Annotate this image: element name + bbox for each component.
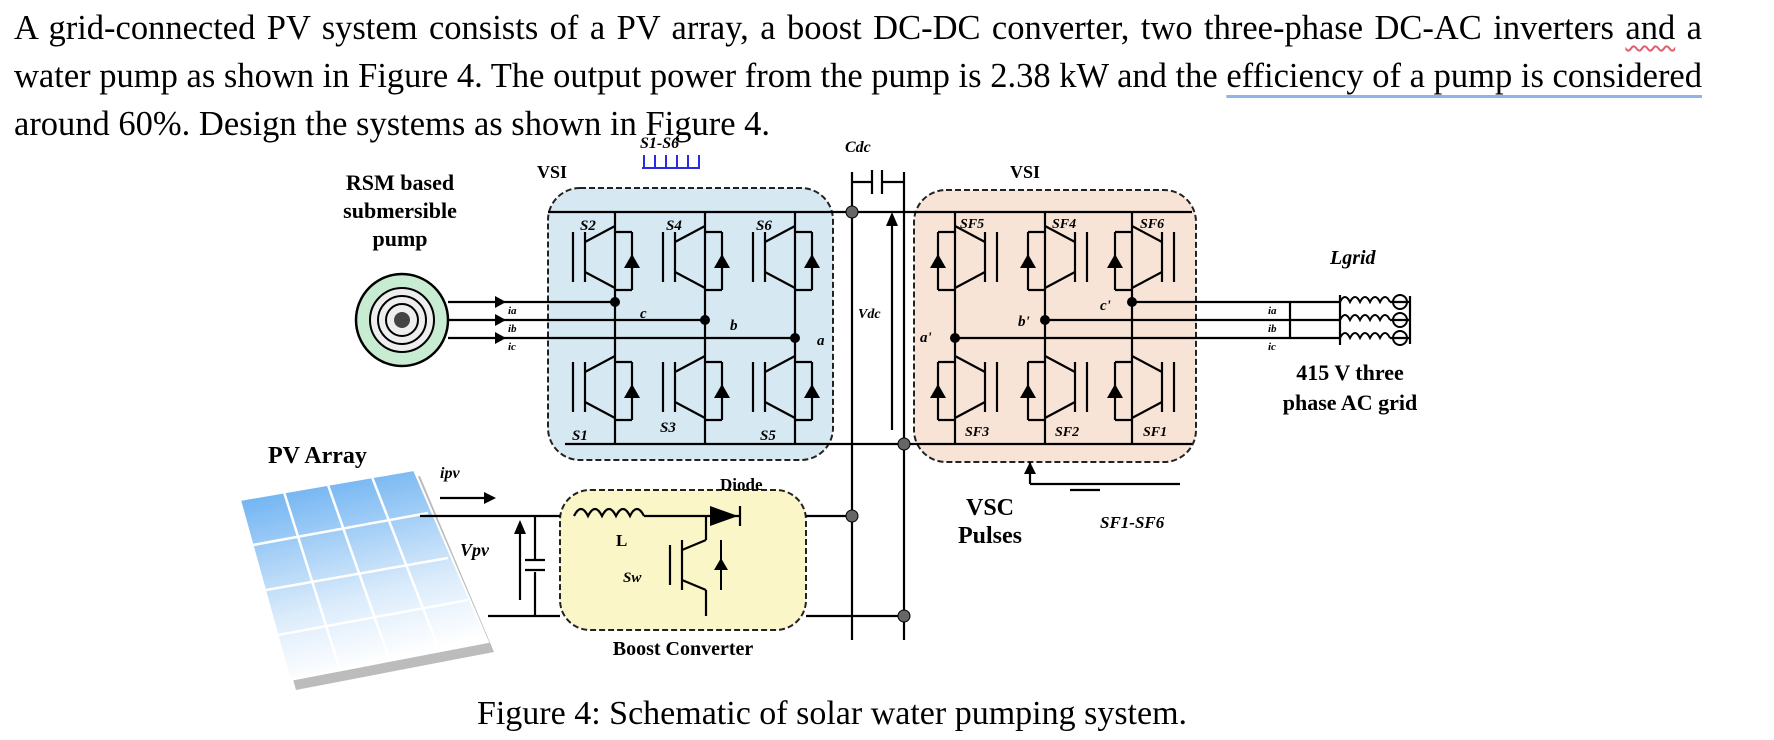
cdc-label: Cdc — [845, 139, 871, 156]
switch-sf2-label: SF2 — [1055, 425, 1079, 440]
vsi-nodes — [610, 297, 800, 343]
boost-converter-label: Boost Converter — [613, 638, 754, 660]
node-b2-label: b' — [1018, 314, 1030, 330]
node-a2-label: a' — [920, 330, 932, 346]
node-a-label: a — [817, 333, 825, 349]
vsc-label-line-2: Pulses — [958, 523, 1022, 549]
vpv-label: Vpv — [460, 540, 490, 560]
switch-sf6-label: SF6 — [1140, 217, 1164, 232]
ipv-label: ipv — [440, 465, 460, 482]
ipv-arrow-icon — [484, 492, 496, 504]
inductor-label: L — [616, 531, 627, 550]
ic-right-label: ic — [1268, 341, 1276, 353]
grid-label-line-2: phase AC grid — [1283, 390, 1417, 415]
dc-link-nodes — [845, 205, 911, 623]
ia-left-label: ia — [508, 305, 517, 317]
grammar-flag[interactable]: efficiency of a pump is considered — [1226, 57, 1702, 95]
boost-diode-icon — [710, 506, 738, 526]
figure-caption: Figure 4: Schematic of solar water pumpi… — [476, 695, 1188, 732]
pump-motor-icon — [354, 272, 450, 368]
switch-sf3-label: SF3 — [965, 425, 989, 440]
grid-inductor-icon — [1339, 296, 1391, 341]
ib-left-label: ib — [508, 323, 517, 335]
switch-s4-label: S4 — [666, 218, 682, 234]
pump-current-arrows — [495, 296, 506, 344]
switch-sf4-label: SF4 — [1052, 217, 1076, 232]
vsc-label-line-1: VSC — [966, 495, 1014, 521]
switch-s3-label: S3 — [660, 420, 676, 436]
problem-text-part-3: around 60%. Design the systems as shown … — [14, 105, 771, 143]
switch-sf5-label: SF5 — [960, 217, 984, 232]
grid-phase-wires — [955, 295, 1412, 345]
node-c2-label: c' — [1100, 298, 1111, 314]
sf-range-label: SF1-SF6 — [1100, 513, 1165, 532]
vsi-legs — [548, 210, 832, 446]
vsc-nodes — [950, 297, 1137, 343]
vsi-pulse-marks-icon — [642, 155, 700, 169]
pump-label-line-3: pump — [372, 226, 427, 251]
switch-s6-label: S6 — [756, 218, 772, 234]
pv-array-icon — [238, 468, 494, 690]
diode-label: Diode — [720, 475, 763, 494]
ac-source-icon — [1392, 294, 1408, 346]
vsc-pulse-line — [1028, 462, 1180, 492]
spelling-flag[interactable]: and — [1625, 9, 1676, 47]
vsi-diodes — [624, 254, 820, 398]
ib-right-label: ib — [1268, 323, 1277, 335]
vsc-diodes — [930, 254, 1123, 398]
vdc-arrow-icon — [886, 212, 898, 226]
ic-left-label: ic — [508, 341, 516, 353]
vdc-label: Vdc — [858, 307, 881, 322]
switch-s1-label: S1 — [572, 428, 588, 444]
sw-label: Sw — [623, 570, 642, 586]
vsi-right-label: VSI — [1010, 162, 1040, 182]
switch-s5-label: S5 — [760, 428, 776, 444]
switch-sf1-label: SF1 — [1143, 425, 1167, 440]
pump-label-line-2: submersible — [343, 198, 457, 223]
problem-text-part-2: a water pump as shown in Figure 4. The o… — [14, 9, 1702, 95]
problem-text: A grid-connected PV system consists of a… — [14, 4, 1702, 148]
vsc-pulse-arrow-icon — [1024, 462, 1036, 474]
problem-text-part-1: A grid-connected PV system consists of a… — [14, 9, 1626, 47]
s1-s6-label: S1-S6 — [640, 135, 679, 152]
vsi-block — [547, 187, 834, 461]
node-c-label: c — [640, 306, 647, 322]
node-b-label: b — [730, 318, 738, 334]
lgrid-label: Lgrid — [1329, 247, 1377, 269]
pv-array-label: PV Array — [268, 443, 367, 469]
vsi-left-label: VSI — [537, 162, 567, 182]
grid-label-line-1: 415 V three — [1296, 360, 1404, 385]
vpv-arrow-icon — [514, 520, 526, 534]
pv-wires — [420, 496, 560, 618]
ia-right-label: ia — [1268, 305, 1277, 317]
pump-label-line-1: RSM based — [346, 170, 454, 195]
switch-s2-label: S2 — [580, 218, 596, 234]
